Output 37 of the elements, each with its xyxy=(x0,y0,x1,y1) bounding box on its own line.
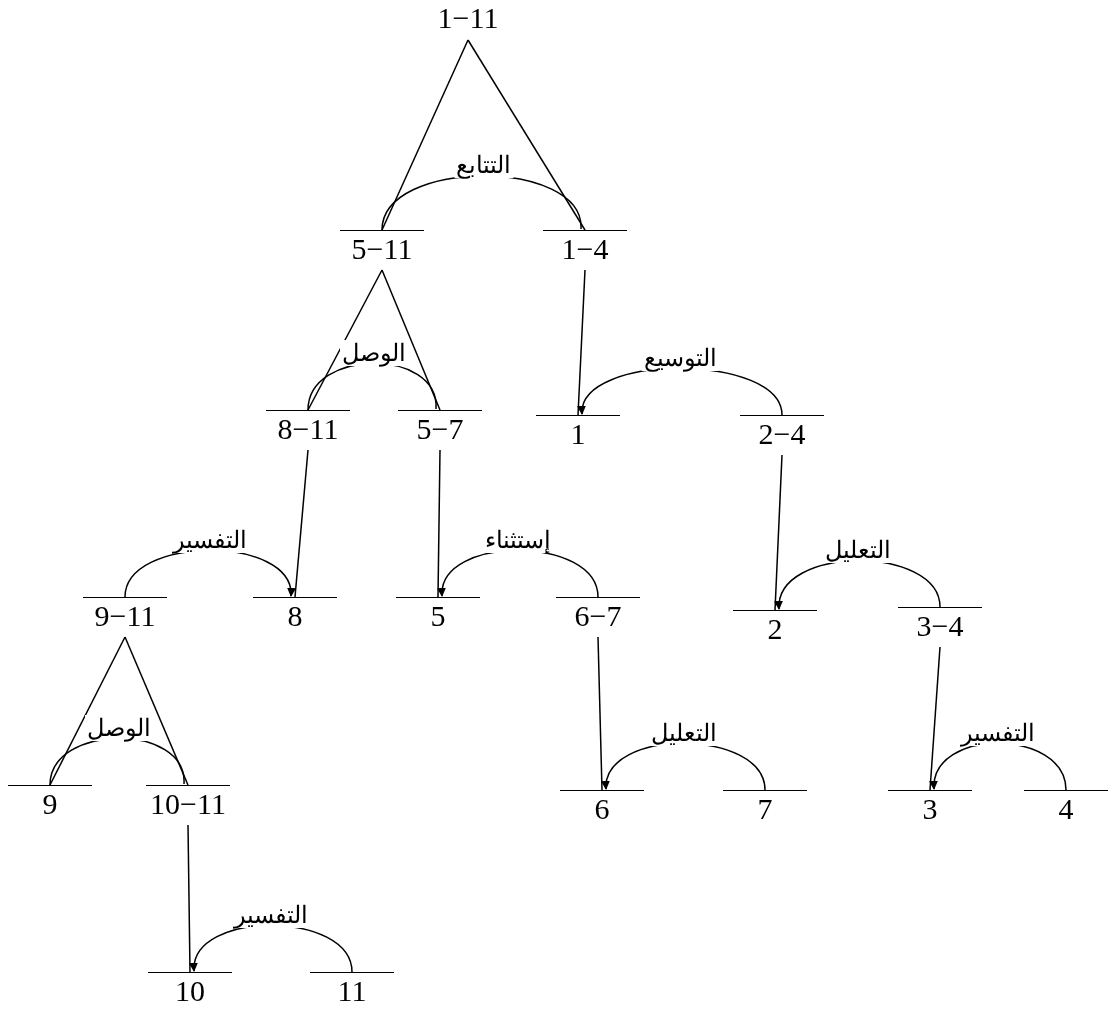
connector-line xyxy=(467,39,586,231)
span-label: 2−4 xyxy=(758,416,806,452)
edge-label: التوسيع xyxy=(641,344,719,371)
span-label: 9−11 xyxy=(94,598,156,634)
connector-line xyxy=(294,449,309,598)
connector-line xyxy=(187,824,191,973)
span-label: 1−11 xyxy=(437,0,499,36)
span-label: 8−11 xyxy=(277,411,339,447)
span-label: 6−7 xyxy=(574,598,622,634)
connector-line xyxy=(124,636,189,786)
span-label: 7 xyxy=(757,791,773,827)
span-label: 10 xyxy=(175,973,205,1009)
connector-line xyxy=(381,39,469,231)
span-label: 2 xyxy=(767,611,783,647)
span-label: 4 xyxy=(1058,791,1074,827)
edge-label: التتابع xyxy=(454,152,513,178)
span-label: 5 xyxy=(430,598,446,634)
connector-line xyxy=(929,646,941,791)
span-label: 5−11 xyxy=(351,231,413,267)
connector-line xyxy=(577,269,586,416)
span-label: 1−4 xyxy=(561,231,609,267)
connector-line xyxy=(774,454,783,611)
span-label: 6 xyxy=(594,791,610,827)
connector-line xyxy=(437,449,441,598)
span-label: 3−4 xyxy=(916,608,964,644)
span-label: 1 xyxy=(570,416,586,452)
span-label: 3 xyxy=(922,791,938,827)
connector-line xyxy=(381,269,441,411)
connector-line xyxy=(49,636,126,786)
span-label: 5−7 xyxy=(416,411,464,447)
edge-label: إستثناء xyxy=(483,526,553,553)
span-label: 9 xyxy=(42,786,58,822)
connector-line xyxy=(307,269,383,411)
span-label: 8 xyxy=(287,598,303,634)
span-label: 10−11 xyxy=(150,786,226,822)
span-label: 11 xyxy=(337,973,367,1009)
connector-line xyxy=(597,636,603,791)
